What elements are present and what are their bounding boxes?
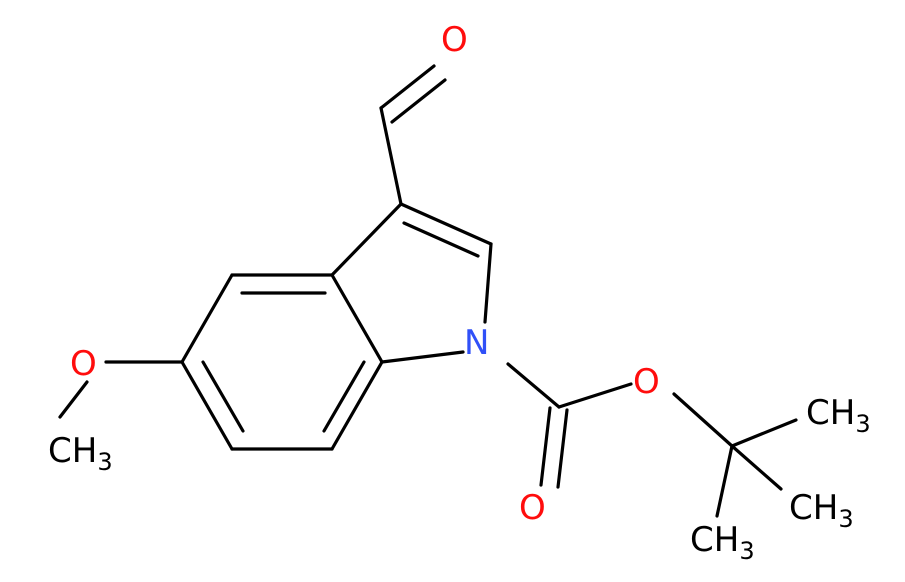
bond-c5-c6	[180, 360, 234, 451]
bond-n-c7a	[380, 350, 465, 364]
bond-c3-c2	[399, 202, 493, 246]
bond-o-ch3	[58, 380, 89, 419]
bond-cc-ocarbonyl-b	[556, 408, 569, 489]
oxygen-carbonyl-label: O	[519, 488, 546, 528]
bond-c2-n	[483, 242, 493, 324]
methyl-methoxy-main: CH	[48, 431, 97, 471]
bond-c4-c5	[180, 273, 234, 364]
bond-aldehyde-co-b	[390, 78, 447, 124]
bond-c3-c2-inner	[402, 221, 480, 258]
bond-cc-ocarbonyl-a	[539, 406, 552, 487]
bond-n-cc	[506, 362, 561, 409]
nitrogen-indole-label: N	[464, 323, 489, 363]
methyl-top-label: CH3	[806, 393, 871, 438]
bond-cho-c3	[379, 106, 403, 206]
bond-cq-ch3-top	[730, 418, 798, 448]
methyl-right-subscript: 3	[838, 505, 853, 533]
oxygen-methoxy-label: O	[70, 344, 97, 384]
bond-c5-c6-inner	[201, 360, 245, 433]
methyl-top-subscript: 3	[855, 410, 870, 438]
atom-labels: O N O O O CH3 CH3 CH3 CH3	[48, 20, 871, 565]
methyl-bottom-label: CH3	[690, 520, 755, 565]
bond-aldehyde-co-a	[379, 64, 436, 110]
bond-cc-oester	[557, 382, 633, 409]
bond-c7-c7a	[330, 360, 384, 451]
methyl-bottom-main: CH	[690, 520, 739, 560]
bond-c7-c7a-inner	[322, 360, 366, 433]
methyl-methoxy-subscript: 3	[97, 448, 112, 476]
methyl-top-main: CH	[806, 393, 855, 433]
bond-c3a-c7a	[330, 273, 384, 364]
oxygen-aldehyde-label: O	[441, 20, 468, 60]
methyl-methoxy-label: CH3	[48, 431, 113, 476]
methyl-right-main: CH	[789, 488, 838, 528]
bond-c3-c3a	[330, 202, 403, 277]
bond-cq-ch3-bottom	[715, 444, 734, 518]
methyl-bottom-subscript: 3	[739, 537, 754, 565]
bond-oester-cq	[672, 392, 734, 448]
bond-cq-ch3-right	[730, 444, 783, 491]
methyl-right-label: CH3	[789, 488, 854, 533]
bonds	[58, 64, 798, 518]
oxygen-ester-label: O	[633, 362, 660, 402]
